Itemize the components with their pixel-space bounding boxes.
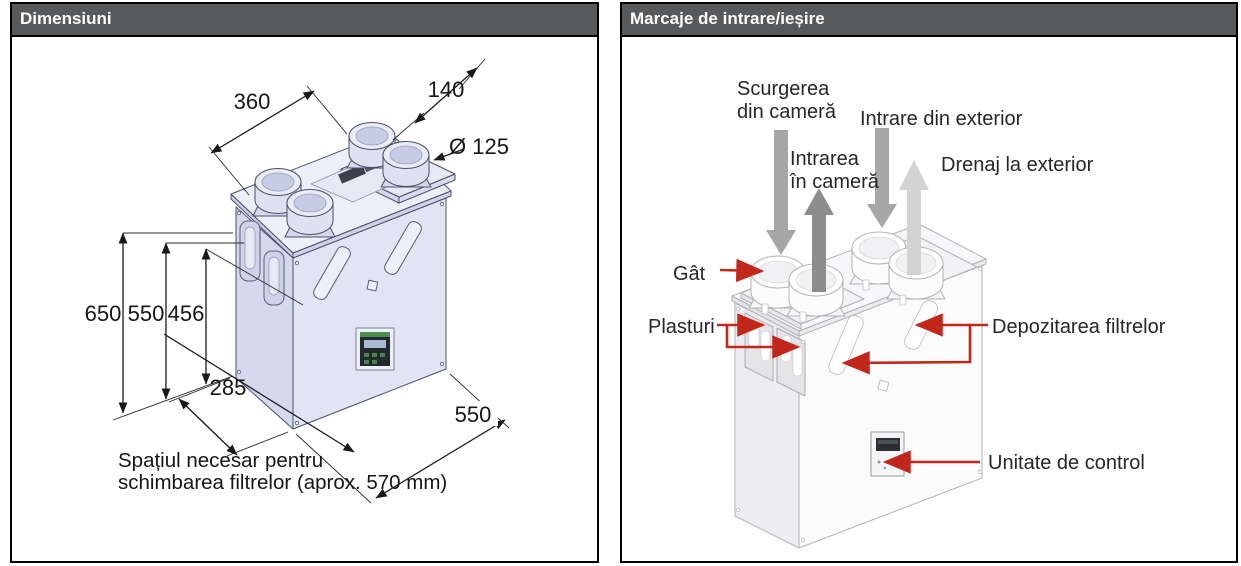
dim-height-case: 550 xyxy=(128,301,165,326)
filter-space-arrow xyxy=(163,333,355,453)
ventilation-unit-white xyxy=(731,223,987,549)
label-neck: Gât xyxy=(673,263,706,285)
duct-port xyxy=(284,189,336,238)
bolt-dots xyxy=(735,266,983,543)
front-latch xyxy=(877,379,890,392)
label-control-unit: Unitate de control xyxy=(988,452,1145,474)
filter-slot xyxy=(828,315,864,375)
dimensions-diagram: 360 140 Ø 125 650 550 456 285 550 Spațiu… xyxy=(85,58,510,504)
markings-panel: Marcaje de intrare/ieșire xyxy=(620,2,1238,563)
label-patches: Plasturi xyxy=(648,316,715,338)
dim-height-total: 650 xyxy=(85,301,122,326)
caption-line2: schimbarea filtrelor (aprox. 570 mm) xyxy=(118,471,447,494)
filter-storage-arrow-bottom xyxy=(841,323,988,375)
filter-slot xyxy=(313,246,351,300)
dimensions-panel-title: Dimensiuni xyxy=(20,9,112,28)
dim-height-inner: 456 xyxy=(168,301,205,326)
side-filter-handle xyxy=(239,220,261,282)
side-filter-handle xyxy=(263,250,285,306)
duct-port xyxy=(380,141,432,188)
filter-slot xyxy=(384,221,422,275)
control-display xyxy=(355,327,395,371)
supply-to-room-arrow xyxy=(804,188,834,292)
intake-from-outside-arrow xyxy=(867,128,897,228)
label-supply-line1: Intrarea xyxy=(790,148,860,170)
dim-depth-front: 285 xyxy=(210,375,247,400)
markings-diagram: Scurgerea din cameră Intrare din exterio… xyxy=(648,78,1166,549)
control-unit-display xyxy=(870,431,905,477)
front-latch xyxy=(366,279,379,292)
patches-arrow-bottom xyxy=(725,325,801,359)
dimensions-panel-body: 360 140 Ø 125 650 550 456 285 550 Spațiu… xyxy=(12,37,597,561)
neck-arrow xyxy=(719,258,765,283)
markings-panel-header: Marcaje de intrare/ieșire xyxy=(622,4,1236,37)
label-filter-storage: Depozitarea filtrelor xyxy=(992,316,1166,338)
label-backing xyxy=(448,401,498,426)
dim-top-right: 140 xyxy=(428,77,465,102)
red-callouts xyxy=(717,258,988,474)
markings-panel-body: Scurgerea din cameră Intrare din exterio… xyxy=(622,37,1236,561)
label-exhaust-line1: Scurgerea xyxy=(737,78,830,100)
exhaust-from-room-arrow xyxy=(766,130,796,255)
markings-panel-title: Marcaje de intrare/ieșire xyxy=(630,9,825,28)
label-exhaust-line2: din cameră xyxy=(737,101,837,123)
dim-top-width: 360 xyxy=(234,89,271,114)
dimensions-panel: Dimensiuni xyxy=(10,2,599,563)
label-drain-outside: Drenaj la exterior xyxy=(941,154,1094,176)
label-intake-outside: Intrare din exterior xyxy=(860,108,1023,130)
dim-diameter: Ø 125 xyxy=(449,134,509,159)
label-supply-line2: în cameră xyxy=(789,171,880,193)
drain-to-outside-arrow xyxy=(899,160,929,275)
dimension-lines xyxy=(112,58,510,504)
dim-bottom-width: 550 xyxy=(455,402,492,427)
caption-line1: Spațiul necesar pentru xyxy=(118,449,323,472)
sticker-barcode xyxy=(338,164,366,184)
dimensions-panel-header: Dimensiuni xyxy=(12,4,597,37)
bolt-dots xyxy=(236,201,445,426)
ventilation-unit-isometric xyxy=(230,122,456,430)
